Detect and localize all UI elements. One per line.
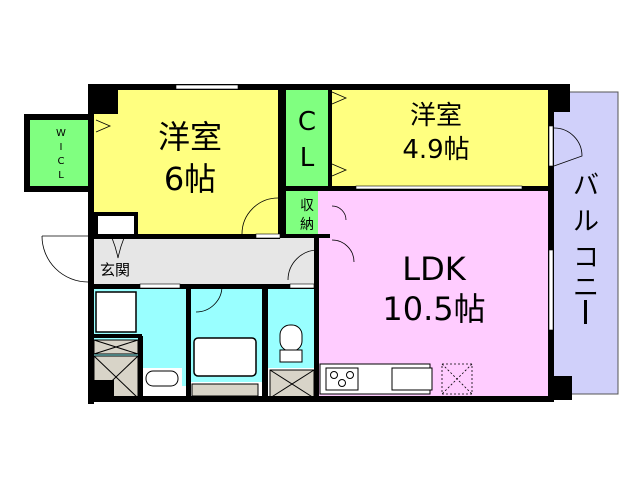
room-size-ldk: 10.5帖 — [382, 290, 485, 328]
sink-basin — [145, 370, 179, 387]
svg-text:L: L — [300, 143, 315, 173]
kitchen-sink — [391, 367, 433, 391]
wicl-label: W I C L — [56, 128, 66, 181]
svg-text:C: C — [58, 156, 65, 167]
washing-machine-space — [95, 291, 137, 333]
toilet-bowl — [279, 324, 303, 352]
closet — [284, 88, 330, 188]
walls — [24, 84, 572, 404]
room-label-western-6: 洋室 — [158, 118, 222, 156]
room-size-western-4-9: 4.9帖 — [402, 135, 469, 165]
shoe-box — [94, 212, 138, 238]
toilet-tank — [279, 349, 303, 363]
svg-text:ル: ル — [573, 207, 599, 237]
svg-text:ニ: ニ — [573, 273, 599, 303]
closet-label: C L — [298, 107, 316, 173]
windows — [139, 84, 554, 331]
svg-text:バ: バ — [573, 171, 599, 201]
fridge-space — [441, 363, 473, 395]
room-size-western-6: 6帖 — [164, 160, 216, 198]
svg-text:I: I — [60, 142, 63, 153]
svg-text:収: 収 — [300, 198, 314, 214]
ldk-room — [318, 190, 552, 396]
balcony-label-dash — [584, 300, 587, 324]
walk-in-closet — [28, 118, 94, 188]
svg-text:コ: コ — [573, 243, 599, 273]
room-label-ldk: LDK — [402, 250, 466, 288]
door-swings — [41, 91, 583, 313]
balcony-label: バ ル コ ニ — [573, 171, 599, 303]
storage-label: 収 納 — [300, 198, 314, 233]
room-label-western-4-9: 洋室 — [410, 101, 462, 131]
entrance-label: 玄関 — [100, 261, 130, 279]
bathtub — [193, 337, 257, 377]
balcony — [551, 91, 619, 395]
svg-text:W: W — [56, 128, 66, 139]
svg-text:納: 納 — [300, 217, 314, 233]
svg-text:C: C — [298, 107, 316, 137]
svg-text:L: L — [58, 170, 64, 181]
western-room-4-9 — [330, 88, 552, 188]
